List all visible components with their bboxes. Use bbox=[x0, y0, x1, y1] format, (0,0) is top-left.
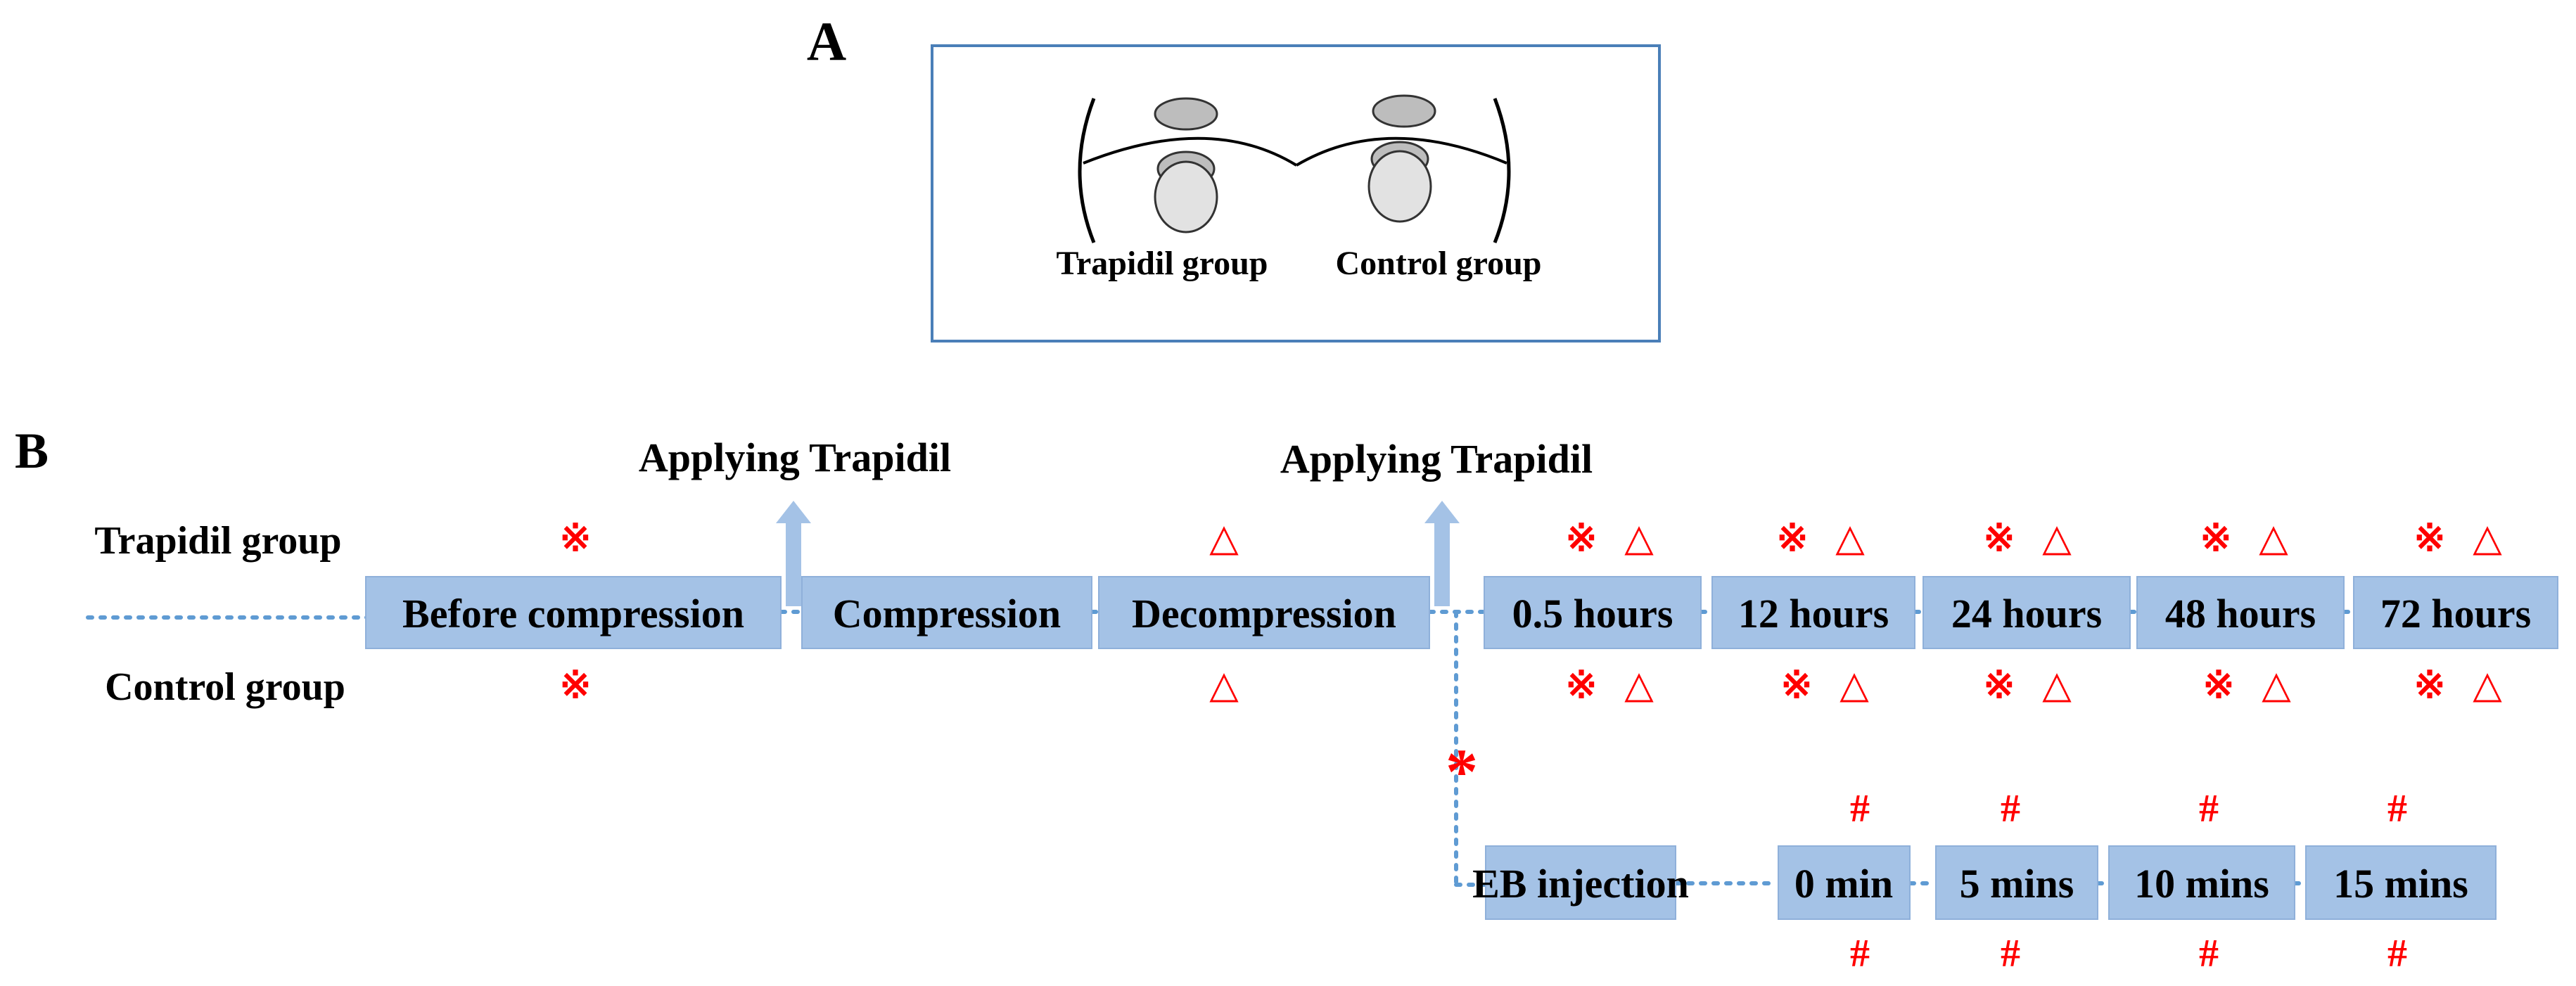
control-row-markers: ※ △ ※ △ ※ △ ※ △ ※ △ ※ △ bbox=[559, 664, 2502, 706]
stage-label-decompression: Decompression bbox=[1132, 591, 1396, 636]
reference-mark-icon: ※ bbox=[2414, 664, 2445, 706]
eb-label-0-min: 0 min bbox=[1794, 861, 1893, 907]
reference-mark-icon: ※ bbox=[1776, 517, 1808, 559]
triangle-icon: △ bbox=[1839, 664, 1869, 706]
stage-box-48-hours bbox=[2136, 576, 2345, 649]
trapidil-row-label: Trapidil group bbox=[94, 519, 341, 563]
left-arc bbox=[1083, 136, 1298, 167]
triangle-icon: △ bbox=[2042, 664, 2072, 706]
hash-icon: # bbox=[2199, 932, 2219, 975]
stage-label-12-hours: 12 hours bbox=[1738, 591, 1889, 636]
triangle-icon: △ bbox=[1624, 517, 1654, 559]
reference-mark-icon: ※ bbox=[2200, 517, 2231, 559]
panel-b: B Applying Trapidil Applying Trapidil Tr… bbox=[15, 423, 2558, 975]
eb-box-5-mins bbox=[1935, 845, 2098, 920]
reference-mark-icon: ※ bbox=[1565, 517, 1597, 559]
arrow-up-icon-2 bbox=[1424, 501, 1460, 606]
eb-stage-boxes bbox=[1485, 845, 2497, 920]
control-side-device bbox=[1367, 94, 1436, 223]
stage-box-12-hours bbox=[1711, 576, 1915, 649]
hash-icon: # bbox=[1850, 787, 1870, 831]
stage-box-24-hours bbox=[1923, 576, 2131, 649]
eb-stage-labels: EB injection 0 min 5 mins 10 mins 15 min… bbox=[1472, 861, 2468, 907]
hash-icon: # bbox=[2199, 787, 2219, 831]
reference-mark-icon: ※ bbox=[1983, 517, 2015, 559]
reference-mark-icon: ※ bbox=[1565, 664, 1597, 706]
trapidil-row-markers: ※ △ ※ △ ※ △ ※ △ ※ △ ※ △ bbox=[559, 517, 2502, 559]
eb-label-5-mins: 5 mins bbox=[1960, 861, 2074, 907]
dotted-connectors bbox=[86, 610, 2356, 887]
stage-label-compression: Compression bbox=[833, 591, 1061, 636]
eb-box-10-mins bbox=[2108, 845, 2295, 920]
stage-box-before-compression bbox=[365, 576, 782, 649]
stage-label-24-hours: 24 hours bbox=[1951, 591, 2102, 636]
stage-label-72-hours: 72 hours bbox=[2380, 591, 2531, 636]
triangle-icon: △ bbox=[2042, 517, 2072, 559]
panel-a-label: A bbox=[807, 11, 846, 72]
stage-label-before-compression: Before compression bbox=[402, 591, 744, 636]
hash-icon: # bbox=[2001, 787, 2020, 831]
stage-box-decompression bbox=[1098, 576, 1430, 649]
reference-mark-icon: ※ bbox=[559, 517, 591, 559]
panel-b-label: B bbox=[15, 423, 49, 479]
applying-trapidil-label-1: Applying Trapidil bbox=[639, 435, 951, 480]
triangle-icon: △ bbox=[2259, 517, 2288, 559]
hash-icon: # bbox=[2387, 787, 2407, 831]
asterisk-icon: * bbox=[1446, 736, 1478, 807]
arrow-up-icon-1 bbox=[776, 501, 811, 606]
panel-a: A Trapidil group Control group bbox=[807, 11, 1661, 342]
right-bracket bbox=[1493, 98, 1511, 243]
reference-mark-icon: ※ bbox=[1780, 664, 1812, 706]
stage-box-72-hours bbox=[2353, 576, 2558, 649]
eb-box-injection bbox=[1485, 845, 1676, 920]
hash-icon: # bbox=[2001, 932, 2020, 975]
stage-box-compression bbox=[801, 576, 1092, 649]
reference-mark-icon: ※ bbox=[1983, 664, 2015, 706]
control-group-label: Control group bbox=[1336, 245, 1542, 282]
triangle-icon: △ bbox=[1624, 664, 1654, 706]
hash-icon: # bbox=[2387, 932, 2407, 975]
eb-hash-markers: # # # # # # # # bbox=[1850, 787, 2407, 975]
triangle-icon: △ bbox=[2262, 664, 2291, 706]
eb-box-0-min bbox=[1778, 845, 1911, 920]
left-bracket bbox=[1078, 98, 1096, 243]
stage-boxes bbox=[365, 576, 2558, 649]
trapidil-side-device bbox=[1154, 97, 1218, 233]
control-row-label: Control group bbox=[105, 665, 345, 709]
reference-mark-icon: ※ bbox=[2414, 517, 2445, 559]
stage-box-0-5-hours bbox=[1484, 576, 1702, 649]
triangle-icon: △ bbox=[1209, 664, 1239, 706]
eb-box-15-mins bbox=[2305, 845, 2497, 920]
eb-label-15-mins: 15 mins bbox=[2333, 861, 2468, 907]
reference-mark-icon: ※ bbox=[2202, 664, 2234, 706]
triangle-icon: △ bbox=[2473, 517, 2502, 559]
applying-trapidil-label-2: Applying Trapidil bbox=[1280, 436, 1593, 482]
hash-icon: # bbox=[1850, 932, 1870, 975]
panel-a-frame bbox=[931, 44, 1661, 342]
eb-label-10-mins: 10 mins bbox=[2134, 861, 2269, 907]
eb-label-injection: EB injection bbox=[1472, 861, 1689, 907]
stage-labels: Before compression Compression Decompres… bbox=[402, 591, 2531, 636]
right-arc bbox=[1295, 136, 1507, 167]
triangle-icon: △ bbox=[1835, 517, 1865, 559]
triangle-icon: △ bbox=[2473, 664, 2502, 706]
trapidil-group-label: Trapidil group bbox=[1057, 245, 1268, 282]
reference-mark-icon: ※ bbox=[559, 664, 591, 706]
stage-label-0-5-hours: 0.5 hours bbox=[1512, 591, 1673, 636]
triangle-icon: △ bbox=[1209, 517, 1239, 559]
stage-label-48-hours: 48 hours bbox=[2165, 591, 2316, 636]
